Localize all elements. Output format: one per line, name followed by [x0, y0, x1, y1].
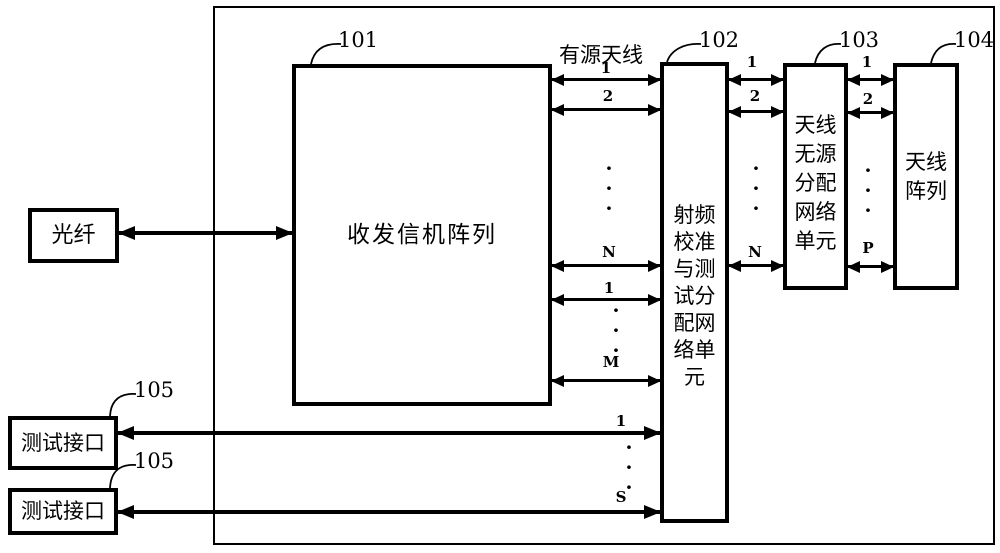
- ref-101: 101: [337, 28, 379, 52]
- port-label-a2: 2: [602, 87, 614, 105]
- passive-array-arrow-2: [848, 111, 893, 114]
- transceiver-array-box: 收发信机阵列: [292, 64, 552, 406]
- leader-105-top: [109, 393, 137, 417]
- antenna-array-box: 天线 阵列: [893, 63, 959, 290]
- transceiver-rf-arrow-2: [552, 108, 660, 111]
- port-label-aN: N: [602, 243, 616, 261]
- port-label-c1: 1: [746, 53, 758, 71]
- port-label-a1: 1: [600, 59, 612, 77]
- fiber-link-arrow: [119, 231, 292, 235]
- rf-passive-arrow-2: [729, 110, 783, 113]
- test-interface-arrow-1: [118, 431, 660, 435]
- antenna-passive-distribution-unit-label: 天线 无源 分配 网络 单元: [794, 113, 837, 253]
- ellipsis-transceiver-rf-g1: · · ·: [605, 156, 613, 220]
- ref-105-top: 105: [133, 378, 175, 402]
- transceiver-rf-arrow-N: [552, 264, 660, 267]
- active-antenna-annotation: 有源天线: [559, 43, 643, 67]
- ref-105-bottom: 105: [133, 449, 175, 473]
- test-interface-label-1: 测试接口: [21, 430, 105, 455]
- port-label-bM: M: [602, 353, 620, 371]
- passive-array-arrow-P: [848, 265, 893, 268]
- test-interface-box-2: 测试接口: [8, 488, 118, 535]
- rf-calibration-unit-label: 射频 校准 与测 试分 配网 络单 元: [673, 203, 716, 389]
- rf-passive-arrow-N: [729, 264, 783, 267]
- ellipsis-rf-passive: · · ·: [752, 156, 760, 220]
- transceiver-rf-arrow-1: [552, 78, 660, 81]
- test-interface-box-1: 测试接口: [8, 416, 118, 470]
- antenna-array-label: 天线 阵列: [905, 149, 947, 203]
- rf-calibration-unit-box: 射频 校准 与测 试分 配网 络单 元: [660, 62, 729, 523]
- antenna-passive-distribution-unit-box: 天线 无源 分配 网络 单元: [783, 63, 848, 290]
- transceiver-rf-arrow-g2-M: [552, 379, 660, 382]
- port-label-d2: 2: [862, 90, 874, 108]
- test-interface-arrow-S: [118, 510, 660, 514]
- system-boundary-rect: [213, 6, 995, 545]
- ellipsis-test-rf: · · ·: [625, 435, 633, 499]
- port-label-cN: N: [748, 243, 762, 261]
- fiber-label: 光纤: [51, 223, 96, 248]
- rf-passive-arrow-1: [729, 78, 783, 81]
- port-label-c2: 2: [749, 87, 761, 105]
- passive-array-arrow-1: [848, 78, 893, 81]
- transceiver-rf-arrow-g2-1: [552, 298, 660, 301]
- port-label-b1: 1: [603, 279, 615, 297]
- ref-103: 103: [838, 28, 880, 52]
- test-interface-label-2: 测试接口: [21, 499, 105, 523]
- ellipsis-passive-array: · · ·: [864, 158, 872, 222]
- port-label-d1: 1: [861, 53, 873, 71]
- port-label-dP: P: [862, 239, 874, 257]
- ellipsis-transceiver-rf-g2: · · ·: [612, 298, 620, 362]
- port-label-tS: S: [615, 488, 627, 506]
- port-label-t1: 1: [615, 412, 627, 430]
- ref-102: 102: [698, 28, 740, 52]
- transceiver-array-label: 收发信机阵列: [347, 221, 497, 248]
- ref-104: 104: [953, 28, 995, 52]
- fiber-box: 光纤: [28, 208, 119, 263]
